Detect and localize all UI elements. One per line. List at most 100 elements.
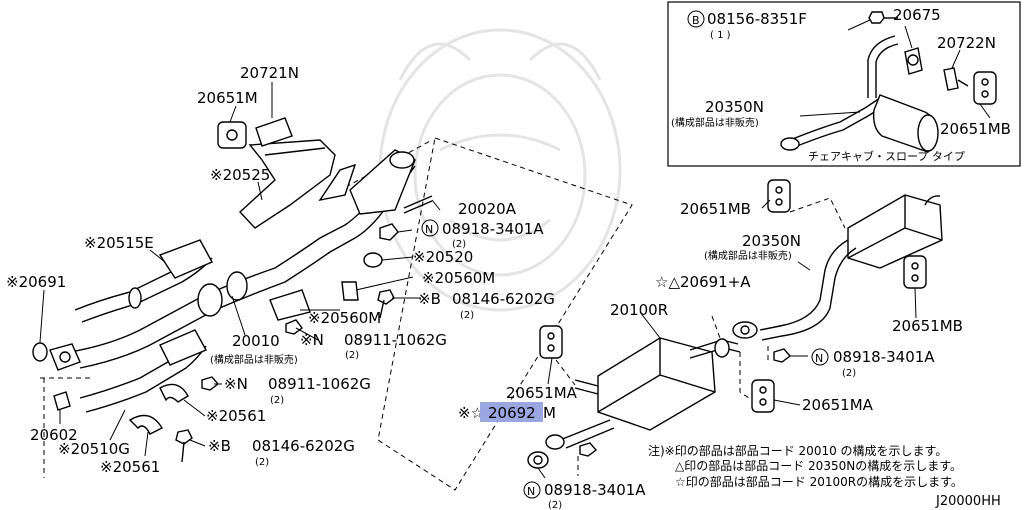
label-20010-note: (構成部品は非販売): [210, 353, 298, 366]
inset-muffler[interactable]: [780, 35, 939, 153]
svg-text:08911-1062G: 08911-1062G: [268, 375, 371, 393]
hanger-20520[interactable]: [363, 252, 383, 268]
label-20651MB-b: 20651MB: [892, 317, 963, 335]
muffler-20350N[interactable]: [732, 194, 943, 341]
label-20602: 20602: [30, 426, 78, 444]
clamp-20561-b[interactable]: [128, 414, 163, 435]
label-nut-08918-3401A-c: N 08918-3401A (2): [523, 481, 646, 510]
flange-gasket[interactable]: [49, 343, 81, 371]
inset-frame: [667, 1, 1021, 167]
svg-text:(2): (2): [842, 368, 856, 379]
nut-08918-3401A[interactable]: [379, 223, 399, 241]
label-20561-a: ※20561: [206, 407, 266, 425]
label-nut-08911-1062G-b: ※N 08911-1062G (2): [224, 375, 371, 406]
hanger-20560M-a[interactable]: [341, 281, 359, 301]
assembly-boundary-20100R: [377, 137, 633, 491]
label-bolt-08146-6202G-a: ※B 08146-6202G (2): [418, 290, 555, 321]
svg-text:( 1 ): ( 1 ): [710, 30, 731, 41]
bolt-08146-6202G-b[interactable]: [175, 429, 193, 463]
nut-08918-3401A-b[interactable]: [773, 348, 792, 363]
label-20020A: 20020A: [458, 200, 517, 218]
svg-text:(2): (2): [452, 239, 466, 250]
svg-text:20692: 20692: [488, 404, 536, 422]
svg-text:08146-6202G: 08146-6202G: [452, 290, 555, 308]
label-20350N-note: (構成部品は非販売): [704, 249, 792, 262]
svg-text:08918-3401A: 08918-3401A: [544, 481, 646, 499]
pipe-20510G[interactable]: [79, 329, 207, 413]
label-20100R: 20100R: [610, 301, 668, 319]
svg-text:N: N: [527, 485, 535, 498]
svg-text:08156-8351F: 08156-8351F: [707, 10, 807, 28]
mount-20651MB-a[interactable]: [767, 179, 791, 213]
mount-20651M[interactable]: [217, 121, 247, 149]
svg-text:(2): (2): [270, 395, 284, 406]
catalyst-heatshield[interactable]: [318, 163, 357, 202]
inset-bolt-icon: [868, 11, 898, 24]
label-20515E: ※20515E: [84, 234, 154, 252]
svg-text:N: N: [425, 223, 433, 236]
label-20010: 20010: [232, 332, 280, 350]
inset-hanger-20675[interactable]: [904, 47, 923, 75]
svg-text:※B: ※B: [418, 290, 441, 308]
label-nut-08911-1062G-a: ※N 08911-1062G (2): [300, 331, 447, 361]
inset-mount-20651MB[interactable]: [973, 71, 997, 105]
watermark-emblem: [378, 28, 622, 312]
label-20651MA-a: 20651MA: [506, 384, 578, 402]
nut-08918-3401A-c[interactable]: [579, 442, 598, 457]
svg-text:※☆: ※☆: [458, 404, 484, 422]
inset-label-bolt: B 08156-8351F ( 1 ): [687, 10, 807, 41]
svg-text:(2): (2): [548, 500, 562, 510]
heat-shield-20525[interactable]: [239, 139, 336, 229]
clamp-20561-a[interactable]: [159, 383, 189, 403]
label-20691A: ☆△20691+A: [655, 273, 751, 291]
label-20560M-b: ※20560M: [308, 309, 381, 327]
bolt-08146-6202G[interactable]: [377, 289, 395, 319]
label-20560M-a: ※20560M: [422, 269, 495, 287]
gasket-20691A[interactable]: [714, 338, 730, 358]
nut-08911-1062G-b[interactable]: [201, 376, 220, 391]
mount-20651MA-a[interactable]: [539, 325, 563, 359]
inset-label-20722N: 20722N: [937, 34, 996, 52]
label-20651M: 20651M: [197, 89, 258, 107]
diagram-code: J20000HH: [935, 494, 1001, 509]
svg-text:08918-3401A: 08918-3401A: [442, 220, 544, 238]
bracket-20721N[interactable]: [255, 117, 293, 147]
svg-text:08146-6202G: 08146-6202G: [252, 437, 355, 455]
mount-20651MB-b[interactable]: [903, 255, 927, 289]
svg-text:(2): (2): [255, 457, 269, 468]
svg-text:(2): (2): [345, 350, 359, 361]
label-20520: ※20520: [413, 248, 473, 266]
stud-20020A[interactable]: [403, 195, 433, 214]
label-20692M[interactable]: ※☆ 20692 M: [458, 402, 556, 422]
svg-text:B: B: [692, 14, 700, 27]
note-line-2: △印の部品は部品コード 20350Nの構成を示します。: [675, 458, 962, 473]
mount-20651MA-b[interactable]: [751, 379, 775, 413]
inset-label-20350N-note: (構成部品は非販売): [671, 116, 759, 129]
label-20510G: ※20510G: [58, 440, 130, 458]
label-20721N: 20721N: [240, 64, 299, 82]
part-20602[interactable]: [53, 391, 71, 411]
inset-label-20675: 20675: [893, 6, 941, 24]
note-line-3: ☆印の部品は部品コード 20100Rの構成を示します。: [675, 474, 963, 489]
label-20350N: 20350N: [742, 232, 801, 250]
label-20691: ※20691: [6, 273, 66, 291]
label-nut-08918-3401A-b: N 08918-3401A (2): [811, 348, 935, 379]
inset-clip-20722N[interactable]: [943, 67, 969, 91]
label-20561-b: ※20561: [100, 458, 160, 476]
hanger-20560M-b[interactable]: [269, 289, 311, 321]
highlight-20692: [480, 402, 543, 422]
inset-label-20651MB: 20651MB: [940, 120, 1011, 138]
gasket-20691[interactable]: [32, 342, 48, 362]
label-20651MB-a: 20651MB: [680, 200, 751, 218]
svg-text:08911-1062G: 08911-1062G: [344, 331, 447, 349]
svg-text:※N: ※N: [224, 375, 248, 393]
label-nut-08918-3401A-a: N 08918-3401A (2): [421, 219, 544, 250]
pipe-20515E[interactable]: [74, 239, 213, 323]
note-line-1: 注)※印の部品は部品コード 20010 の構成を示します。: [648, 443, 947, 458]
svg-text:N: N: [815, 352, 823, 365]
svg-text:※N: ※N: [300, 331, 324, 349]
front-pipe-20010[interactable]: [69, 149, 416, 369]
svg-text:M: M: [543, 404, 556, 422]
nut-08911-1062G-a[interactable]: [285, 319, 303, 335]
